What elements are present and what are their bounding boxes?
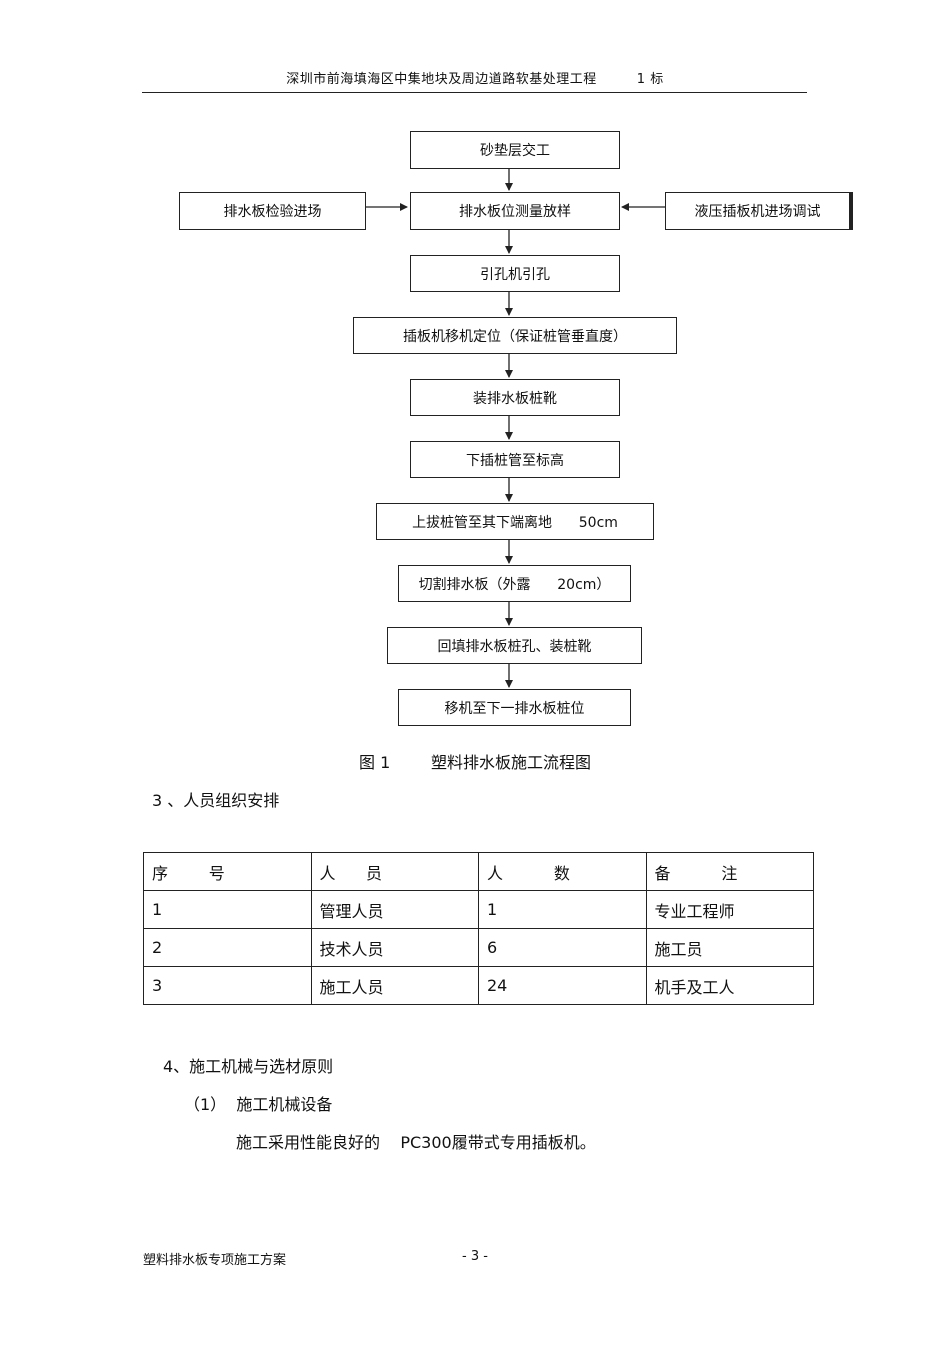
table-row: 1 管理人员 1 专业工程师 [143, 890, 814, 929]
section-4-paragraph: 施工采用性能良好的 PC300履带式专用插板机。 [236, 1133, 596, 1152]
flow-input-left: 排水板检验进场 [179, 192, 366, 230]
flow-step-8: 切割排水板（外露 20cm） [398, 565, 631, 602]
flow-step-10: 移机至下一排水板桩位 [398, 689, 631, 726]
flow-step-4: 插板机移机定位（保证桩管垂直度） [353, 317, 677, 354]
table-header-cell: 人 员 [310, 852, 479, 891]
table-row: 3 施工人员 24 机手及工人 [143, 966, 814, 1005]
flow-step-3: 引孔机引孔 [410, 255, 620, 292]
table-cell: 机手及工人 [645, 966, 814, 1005]
figure-caption: 图 1 塑料排水板施工流程图 [359, 753, 591, 772]
table-header-cell: 人 数 [478, 852, 647, 891]
section-4-title: 4、施工机械与选材原则 [163, 1057, 334, 1076]
table-header-cell: 序 号 [143, 852, 312, 891]
flow-input-right: 液压插板机进场调试 [665, 192, 850, 230]
table-row: 2 技术人员 6 施工员 [143, 928, 814, 967]
table-cell: 2 [143, 928, 312, 967]
table-cell: 3 [143, 966, 312, 1005]
table-cell: 6 [478, 928, 647, 967]
header-rule [142, 92, 807, 93]
header-tag: 1 标 [636, 72, 664, 87]
flow-step-2: 排水板位测量放样 [410, 192, 620, 230]
table-cell: 1 [143, 890, 312, 929]
header-title: 深圳市前海填海区中集地块及周边道路软基处理工程 [286, 72, 597, 87]
flow-step-1: 砂垫层交工 [410, 131, 620, 169]
table-cell: 管理人员 [310, 890, 479, 929]
flowchart-arrows [366, 169, 665, 688]
table-cell: 施工人员 [310, 966, 479, 1005]
footer-doc-title: 塑料排水板专项施工方案 [143, 1253, 287, 1268]
flow-step-9: 回填排水板桩孔、装桩靴 [387, 627, 642, 664]
flow-step-7: 上拔桩管至其下端离地 50cm [376, 503, 654, 540]
table-cell: 1 [478, 890, 647, 929]
table-cell: 24 [478, 966, 647, 1005]
table-header-row: 序 号 人 员 人 数 备 注 [143, 852, 814, 891]
flow-step-6: 下插桩管至标高 [410, 441, 620, 478]
page-number: - 3 - [462, 1249, 488, 1264]
table-cell: 专业工程师 [645, 890, 814, 929]
page-header: 深圳市前海填海区中集地块及周边道路软基处理工程 1 标 [0, 68, 950, 87]
table-cell: 施工员 [645, 928, 814, 967]
section-4-subtitle: （1） 施工机械设备 [184, 1095, 333, 1114]
table-cell: 技术人员 [310, 928, 479, 967]
flow-step-5: 装排水板桩靴 [410, 379, 620, 416]
section-3-title: 3 、人员组织安排 [152, 791, 280, 810]
staff-table: 序 号 人 员 人 数 备 注 1 管理人员 1 专业工程师 2 技术人员 6 … [143, 852, 814, 1005]
table-header-cell: 备 注 [645, 852, 814, 891]
